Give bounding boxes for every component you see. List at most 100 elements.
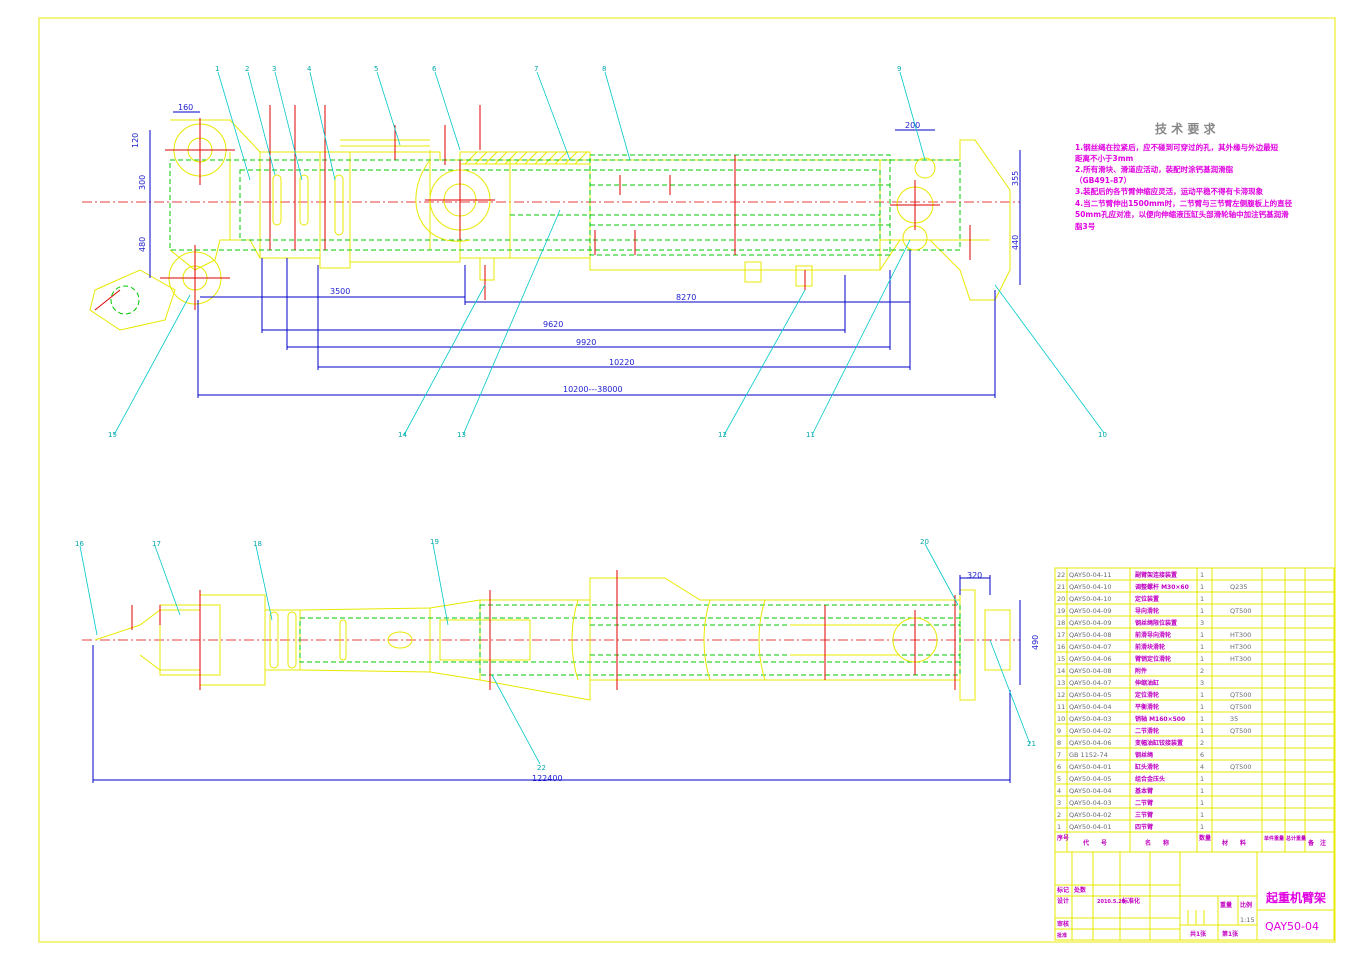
- balloon-11: 11: [806, 431, 815, 439]
- parts-cell-name: 钢丝绳: [1135, 751, 1153, 759]
- dim-9620: 9620: [543, 320, 563, 329]
- tech-line-7: 50mm孔应对准，以便向伸缩液压缸头部滑轮轴中加注钙基润滑: [1075, 209, 1289, 219]
- tb-approve: 批准: [1057, 932, 1067, 939]
- parts-cell-mat: QT500: [1230, 607, 1252, 615]
- parts-cell-no: 6: [1057, 763, 1061, 771]
- parts-cell-no: 2: [1057, 811, 1061, 819]
- parts-cell-code: QAY50-04-06: [1069, 655, 1112, 663]
- hdr-remark: 备 注: [1307, 839, 1326, 847]
- lower-bracket: [89, 269, 176, 331]
- parts-cell-code: QAY50-04-08: [1069, 667, 1112, 675]
- tech-line-4: （GB491-87）: [1075, 175, 1131, 185]
- hdr-qty: 数量: [1199, 834, 1211, 842]
- parts-cell-name: 伸缩油缸: [1134, 679, 1159, 687]
- parts-cell-mat: HT300: [1230, 643, 1251, 651]
- balloon-10: 10: [1098, 431, 1107, 439]
- parts-cell-code: QAY50-04-03: [1069, 715, 1112, 723]
- parts-cell-qty: 1: [1200, 595, 1204, 603]
- parts-cell-name: 销轴 M160×500: [1135, 715, 1185, 723]
- dim-range: 10200---38000: [563, 385, 623, 394]
- drawing-code: QAY50-04: [1265, 920, 1319, 933]
- parts-cell-no: 20: [1057, 595, 1065, 603]
- balloon-15: 15: [108, 431, 117, 439]
- drawing-title: 起重机臂架: [1265, 890, 1326, 905]
- parts-cell-qty: 1: [1200, 607, 1204, 615]
- parts-cell-name: 臂销定位滑轮: [1135, 655, 1171, 663]
- tb-by: 处数: [1073, 886, 1087, 894]
- parts-cell-no: 9: [1057, 727, 1061, 735]
- parts-cell-code: QAY50-04-07: [1069, 643, 1112, 651]
- balloon-8: 8: [602, 65, 606, 73]
- dim-355: 355: [1011, 171, 1020, 186]
- parts-cell-no: 8: [1057, 739, 1061, 747]
- parts-cell-no: 12: [1057, 691, 1065, 699]
- parts-cell-mat: HT300: [1230, 631, 1251, 639]
- parts-cell-no: 17: [1057, 631, 1065, 639]
- balloon-20: 20: [920, 538, 929, 546]
- tb-check: 审核: [1057, 920, 1069, 928]
- parts-cell-mat: QT500: [1230, 691, 1252, 699]
- parts-cell-name: 组合金压头: [1135, 775, 1165, 783]
- parts-cell-qty: 1: [1200, 583, 1204, 591]
- hdr-total-weight: 总计重量: [1286, 835, 1306, 842]
- balloon-17: 17: [152, 540, 161, 548]
- parts-cell-qty: 1: [1200, 727, 1204, 735]
- parts-cell-name: 附件: [1135, 667, 1147, 675]
- hdr-unit-weight: 单件重量: [1264, 835, 1284, 842]
- tech-line-1: 1.钢丝绳在拉紧后，应不碰到可穿过的孔，其外缘与外边最短: [1075, 142, 1279, 152]
- parts-cell-mat: QT500: [1230, 703, 1252, 711]
- dim-160: 160: [178, 103, 193, 112]
- parts-cell-mat: QT500: [1230, 727, 1252, 735]
- parts-cell-no: 14: [1057, 667, 1065, 675]
- parts-cell-name: 缸头滑轮: [1135, 763, 1159, 771]
- balloon-13: 13: [457, 431, 466, 439]
- tb-mark: 标记: [1056, 886, 1069, 894]
- hdr-name: 名 称: [1145, 839, 1169, 847]
- dim-480: 480: [138, 237, 147, 252]
- hdr-mat: 材 料: [1221, 839, 1246, 847]
- parts-cell-code: QAY50-04-04: [1069, 787, 1112, 795]
- parts-cell-mat: QT500: [1230, 763, 1252, 771]
- parts-cell-code: QAY50-04-01: [1069, 823, 1112, 831]
- parts-cell-code: QAY50-04-11: [1069, 571, 1112, 579]
- balloon-14: 14: [398, 431, 407, 439]
- dim-490: 490: [1031, 635, 1040, 650]
- parts-cell-no: 21: [1057, 583, 1065, 591]
- parts-cell-code: QAY50-04-05: [1069, 775, 1112, 783]
- tech-line-5: 3.装配后的各节臂伸缩应灵活，运动平稳不得有卡滞现象: [1075, 186, 1264, 196]
- dim-8270: 8270: [676, 293, 696, 302]
- dim-12240: 122400: [532, 774, 563, 783]
- dim-3500: 3500: [330, 287, 350, 296]
- parts-cell-name: 调整螺杆 M30×60: [1135, 583, 1189, 591]
- balloon-2: 2: [245, 65, 249, 73]
- balloon-9: 9: [897, 65, 901, 73]
- parts-cell-name: 变幅油缸铰接装置: [1135, 739, 1183, 747]
- parts-cell-no: 11: [1057, 703, 1065, 711]
- parts-cell-name: 前滑导向滑轮: [1135, 631, 1171, 639]
- parts-cell-code: QAY50-04-10: [1069, 583, 1112, 591]
- parts-cell-qty: 3: [1200, 679, 1204, 687]
- parts-cell-qty: 1: [1200, 811, 1204, 819]
- balloon-4: 4: [307, 65, 312, 73]
- parts-cell-no: 22: [1057, 571, 1065, 579]
- hdr-no: 序号: [1056, 834, 1069, 842]
- title-block: 标记 处数 设计 2010.5.20 标准化 审核 批准 重量 比例 1:15 …: [1054, 851, 1335, 941]
- parts-cell-name: 基本臂: [1134, 787, 1153, 795]
- parts-cell-code: QAY50-04-09: [1069, 619, 1112, 627]
- tb-sheet-no: 第1张: [1221, 930, 1239, 938]
- parts-cell-qty: 1: [1200, 775, 1204, 783]
- tb-scale-label: 比例: [1240, 901, 1252, 909]
- tech-line-2: 距离不小于3mm: [1075, 153, 1134, 163]
- parts-cell-code: QAY50-04-07: [1069, 679, 1112, 687]
- dim-440: 440: [1011, 235, 1020, 250]
